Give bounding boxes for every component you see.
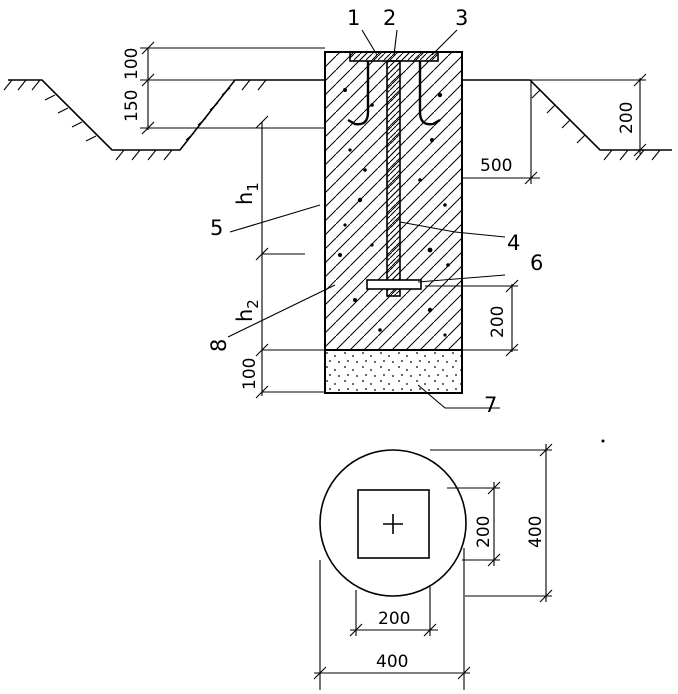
callout-7: 7	[484, 393, 497, 417]
height-h2-label: h2	[233, 299, 262, 322]
ground-profile	[3, 79, 672, 161]
sand-cushion	[324, 349, 463, 394]
plan-view	[319, 439, 605, 597]
svg-text:h1: h1	[233, 182, 262, 205]
dim-right-500: 500	[480, 156, 512, 176]
plan-dim-inner-height: 200	[474, 516, 494, 548]
callout-8: 8	[207, 339, 231, 352]
plan-dimension-lines	[313, 443, 553, 690]
callout-4: 4	[507, 231, 520, 255]
dim-bottom-100: 100	[240, 358, 260, 390]
dim-anchor-200: 200	[488, 306, 508, 338]
callout-3: 3	[455, 6, 468, 30]
callout-leaders	[227, 29, 506, 409]
callout-1: 1	[347, 6, 360, 30]
dim-top-100: 100	[122, 48, 142, 80]
dim-right-200: 200	[617, 102, 637, 134]
callout-2: 2	[383, 6, 396, 30]
callout-5: 5	[210, 216, 223, 240]
callout-6: 6	[530, 251, 543, 275]
plan-dim-outer-width: 400	[376, 652, 408, 672]
plan-dim-outer-height: 400	[526, 516, 546, 548]
plan-dim-inner-width: 200	[378, 609, 410, 629]
svg-text:h2: h2	[233, 299, 262, 322]
section-dimension-lines	[140, 41, 647, 399]
dim-top-150: 150	[122, 90, 142, 122]
concrete-pier	[324, 51, 463, 351]
height-h1-label: h1	[233, 182, 262, 205]
